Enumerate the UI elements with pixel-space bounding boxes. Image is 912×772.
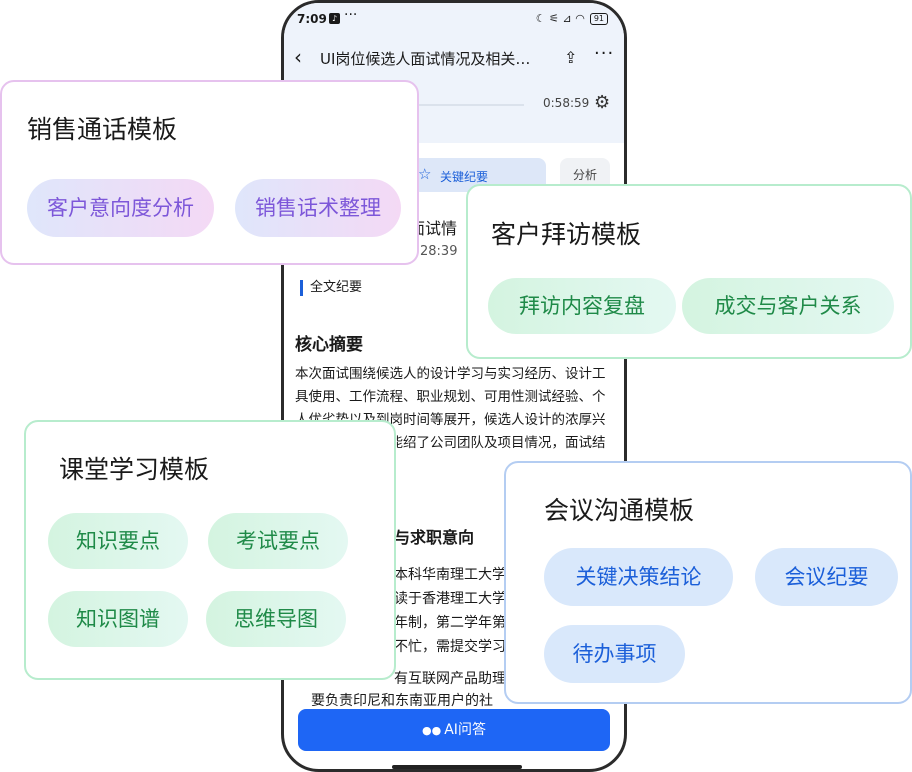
star-icon: ☆	[418, 165, 432, 183]
card-title: 课堂学习模板	[59, 455, 210, 484]
ai-qa-button[interactable]: ●●AI问答	[298, 709, 610, 751]
status-more-dots: ···	[344, 7, 358, 23]
battery-icon: 91	[589, 12, 608, 25]
chip-deal-relations[interactable]: 成交与客户关系	[682, 278, 894, 334]
more-options-icon[interactable]: ···	[594, 43, 615, 64]
text-fragment: 不忙，需提交学习	[394, 639, 506, 655]
share-icon[interactable]: ⇪	[564, 48, 578, 67]
settings-gear-icon[interactable]: ⚙	[594, 92, 611, 113]
status-time: 7:09	[297, 12, 327, 26]
card-title: 销售通话模板	[27, 115, 178, 144]
chip-knowledge-graph[interactable]: 知识图谱	[48, 591, 188, 647]
home-indicator	[392, 765, 522, 769]
chip-visit-review[interactable]: 拜访内容复盘	[488, 278, 676, 334]
duration-label: 0:58:59	[543, 96, 590, 110]
bot-icon: ●●	[422, 724, 442, 737]
chip-knowledge-points[interactable]: 知识要点	[48, 513, 188, 569]
customer-visit-template-card: 客户拜访模板 拜访内容复盘 成交与客户关系	[466, 184, 912, 359]
section-fragment-heading: 与求职意向	[394, 528, 475, 547]
text-fragment: 读于香港理工大学	[394, 591, 506, 607]
chip-mind-map[interactable]: 思维导图	[206, 591, 346, 647]
status-indicators: ☾ ⚟ ⊿ ◠ 91	[536, 12, 608, 25]
page-title: UI岗位候选人面试情况及相关…	[320, 50, 531, 68]
record-time-fragment: 28:39	[420, 244, 458, 259]
text-fragment: 本科华南理工大学	[394, 567, 506, 583]
text-fragment: 年制，第二学年第	[394, 615, 506, 631]
text-fragment: 有互联网产品助理	[394, 671, 506, 687]
back-arrow-icon[interactable]: ‹	[294, 45, 302, 69]
meeting-template-card: 会议沟通模板 关键决策结论 会议纪要 待办事项	[504, 461, 912, 704]
section-tag-full-summary: 全文纪要	[300, 280, 362, 296]
ai-qa-label: AI问答	[444, 722, 486, 738]
sales-call-template-card: 销售通话模板 客户意向度分析 销售话术整理	[0, 80, 419, 265]
card-title: 会议沟通模板	[544, 496, 695, 525]
classroom-template-card: 课堂学习模板 知识要点 考试要点 知识图谱 思维导图	[24, 420, 396, 680]
chip-todo-items[interactable]: 待办事项	[544, 625, 685, 683]
tab-key-summary-label: 关键纪要	[440, 170, 489, 184]
card-title: 客户拜访模板	[491, 220, 642, 249]
chip-exam-points[interactable]: 考试要点	[208, 513, 348, 569]
signal-wifi-icons: ☾ ⚟ ⊿ ◠	[535, 12, 585, 25]
text-fragment: 要负责印尼和东南亚用户的社	[311, 693, 493, 709]
title-bar: ‹ UI岗位候选人面试情况及相关… ⇪ ···	[284, 43, 624, 73]
record-title-fragment: 面试情	[409, 219, 458, 238]
chip-customer-intent[interactable]: 客户意向度分析	[27, 179, 214, 237]
core-summary-title: 核心摘要	[295, 335, 363, 355]
status-bar: 7:09 ♪ ··· ☾ ⚟ ⊿ ◠ 91	[284, 7, 624, 31]
chip-meeting-minutes[interactable]: 会议纪要	[755, 548, 898, 606]
chip-sales-script[interactable]: 销售话术整理	[235, 179, 401, 237]
chip-key-decisions[interactable]: 关键决策结论	[544, 548, 733, 606]
tiktok-icon: ♪	[329, 13, 340, 24]
